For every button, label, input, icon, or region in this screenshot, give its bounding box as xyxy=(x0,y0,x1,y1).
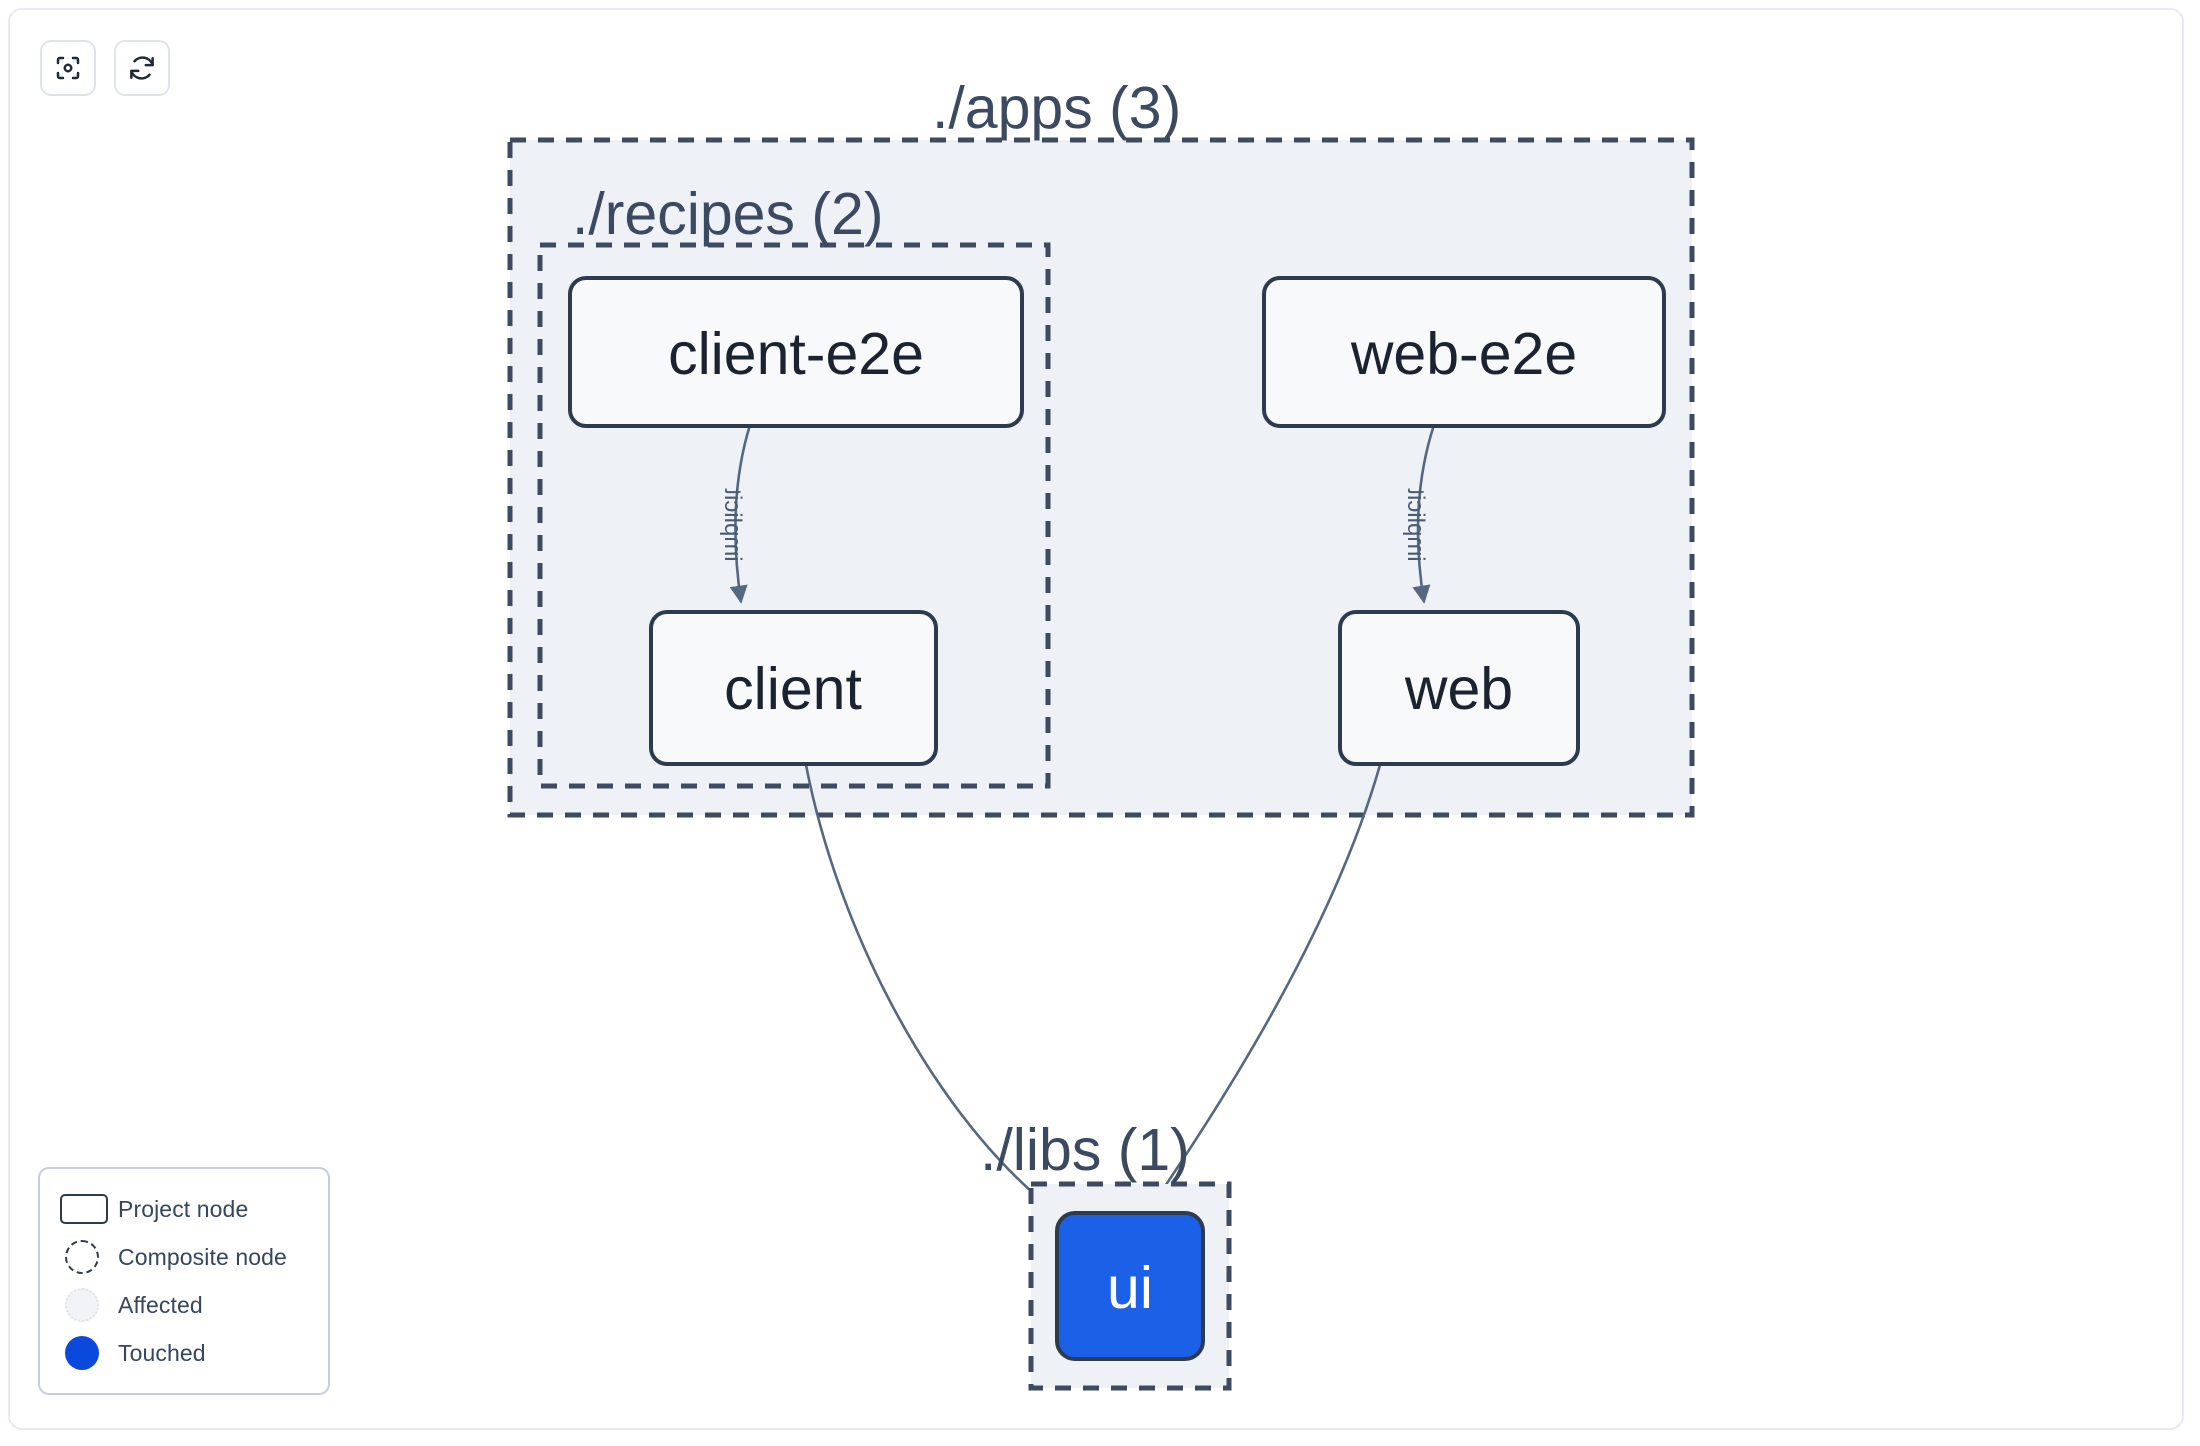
legend-label-composite-node: Composite node xyxy=(118,1243,287,1270)
edge-web-e2e-to-web[interactable] xyxy=(1412,424,1436,604)
node-ui-box[interactable] xyxy=(1055,1211,1205,1361)
edge-client-to-ui[interactable] xyxy=(804,764,1052,1209)
graph-app-frame: ./apps (3) ./recipes (2) implicit implic… xyxy=(8,8,2184,1430)
node-ui[interactable]: ui xyxy=(1055,1211,1205,1361)
legend-label-affected: Affected xyxy=(118,1291,203,1318)
edge-label-web-e2e-implicit: implicit xyxy=(1402,488,1429,562)
project-node-swatch xyxy=(60,1194,118,1224)
graph-edges: implicit implicit xyxy=(719,424,1436,1209)
node-web-e2e-label: web-e2e xyxy=(1350,321,1577,387)
node-web-box[interactable] xyxy=(1338,610,1580,766)
node-client-label: client xyxy=(724,656,862,722)
node-client-box[interactable] xyxy=(649,610,938,766)
edge-label-client-e2e-implicit: implicit xyxy=(719,488,746,562)
legend-item-touched: Touched xyxy=(60,1329,310,1377)
group-recipes-label: ./recipes (2) xyxy=(572,181,883,247)
legend-item-affected: Affected xyxy=(60,1281,310,1329)
node-web-e2e[interactable]: web-e2e xyxy=(1262,276,1666,428)
graph-toolbar xyxy=(40,40,170,96)
legend-item-project-node: Project node xyxy=(60,1185,310,1233)
node-client-e2e[interactable]: client-e2e xyxy=(568,276,1024,428)
node-web-label: web xyxy=(1404,656,1513,722)
graph-legend: Project node Composite node Affected Tou… xyxy=(38,1167,330,1395)
node-client-e2e-label: client-e2e xyxy=(668,321,924,387)
legend-label-project-node: Project node xyxy=(118,1195,249,1222)
refresh-graph-button[interactable] xyxy=(114,40,170,96)
composite-node-swatch xyxy=(60,1240,118,1274)
focus-target-icon xyxy=(53,53,83,83)
group-apps-label: ./apps (3) xyxy=(932,75,1181,141)
project-graph-canvas[interactable]: ./apps (3) ./recipes (2) implicit implic… xyxy=(10,10,2184,1430)
touched-swatch xyxy=(60,1336,118,1370)
focus-graph-button[interactable] xyxy=(40,40,96,96)
refresh-icon xyxy=(127,53,157,83)
edge-client-e2e-to-client[interactable] xyxy=(729,424,752,604)
legend-label-touched: Touched xyxy=(118,1339,206,1366)
node-client-e2e-box[interactable] xyxy=(568,276,1024,428)
node-client[interactable]: client xyxy=(649,610,938,766)
node-ui-label: ui xyxy=(1107,1255,1153,1321)
node-web-e2e-box[interactable] xyxy=(1262,276,1666,428)
node-web[interactable]: web xyxy=(1338,610,1580,766)
edge-web-to-ui[interactable] xyxy=(1149,764,1382,1209)
legend-item-composite-node: Composite node xyxy=(60,1233,310,1281)
group-libs-label: ./libs (1) xyxy=(980,1117,1190,1183)
affected-swatch xyxy=(60,1288,118,1322)
